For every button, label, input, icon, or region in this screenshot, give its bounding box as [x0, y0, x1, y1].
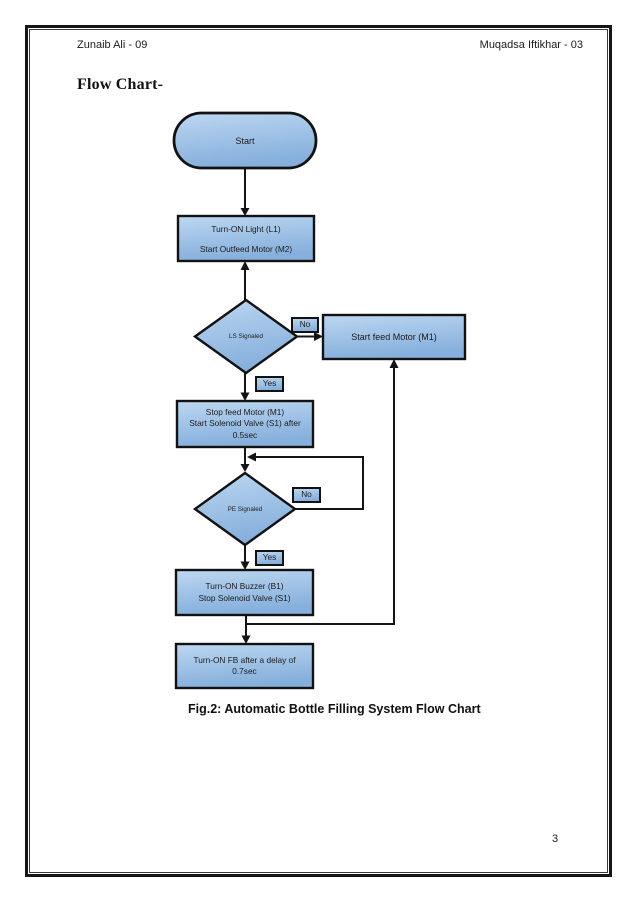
step2-label: Stop feed Motor (M1) Start Solenoid Valv… — [177, 401, 313, 447]
arrowhead-up-into-feed-motor — [389, 359, 399, 368]
step3-process-shape — [174, 568, 315, 617]
decision1-no-tag-shape — [291, 317, 319, 333]
step2-line1: Stop feed Motor (M1) — [205, 406, 285, 417]
header-author-left: Zunaib Ali - 09 — [77, 39, 148, 51]
step2-process-shape — [175, 399, 315, 449]
section-title: Flow Chart- — [77, 76, 164, 93]
arrowhead-down-into-step1 — [240, 208, 250, 216]
step3-line2: Stop Solenoid Valve (S1) — [198, 592, 291, 603]
decision2-label: PE Signaled — [227, 505, 263, 513]
step1-label: Turn-ON Light (L1) Start Outfeed Motor (… — [178, 216, 314, 261]
figure-caption: Fig.2: Automatic Bottle Filling System F… — [188, 702, 481, 716]
decision1-yes-label: Yes — [262, 378, 277, 388]
arrowhead-down-into-decision2 — [240, 464, 250, 472]
step4-process-shape — [174, 642, 315, 690]
flowchart-connectors — [240, 168, 399, 644]
decision2-no-tag-shape — [292, 487, 321, 503]
decision2-yes-label: Yes — [262, 552, 277, 562]
feed-motor-process-shape — [321, 313, 467, 361]
arrowhead-down-into-step2 — [240, 392, 250, 401]
header-author-right: Muqadsa Iftikhar - 03 — [479, 39, 583, 51]
arrowhead-left-loop-return — [247, 452, 256, 462]
step1-line2: Start Outfeed Motor (M2) — [199, 243, 293, 254]
step2-line2: Start Solenoid Valve (S1) after — [189, 418, 301, 429]
decision2-no-label: No — [301, 489, 312, 499]
step4-line1: Turn-ON FB after a delay of — [193, 654, 296, 665]
page-number: 3 — [552, 833, 559, 845]
decision1-yes-tag-shape — [255, 376, 284, 392]
start-terminator-shape — [172, 111, 318, 170]
arrowhead-down-into-step4 — [241, 635, 251, 644]
decision2-diamond-shape — [192, 471, 298, 547]
step3-label: Turn-ON Buzzer (B1) Stop Solenoid Valve … — [176, 570, 313, 615]
arrowhead-right-into-feed-motor — [314, 332, 323, 341]
arrowhead-down-into-step3 — [240, 561, 250, 570]
arrowhead-up-into-step1 — [240, 261, 250, 270]
page-border-inner — [29, 29, 608, 873]
start-label: Start — [235, 135, 255, 146]
flowchart-shapes — [172, 111, 467, 690]
decision1-diamond-shape — [192, 298, 300, 375]
step4-label: Turn-ON FB after a delay of 0.7sec — [176, 644, 313, 688]
step1-process-shape — [176, 214, 316, 263]
step4-line2: 0.7sec — [232, 666, 257, 676]
step3-line1: Turn-ON Buzzer (B1) — [205, 581, 284, 591]
page-border-outer — [25, 25, 612, 877]
step2-line3: 0.5sec — [232, 429, 258, 440]
decision1-label: LS Signaled — [229, 333, 263, 340]
decision1-no-label: No — [299, 319, 311, 329]
decision2-yes-tag-shape — [255, 550, 284, 566]
feed-motor-label: Start feed Motor (M1) — [351, 332, 437, 342]
step1-line1: Turn-ON Light (L1) — [211, 223, 281, 234]
